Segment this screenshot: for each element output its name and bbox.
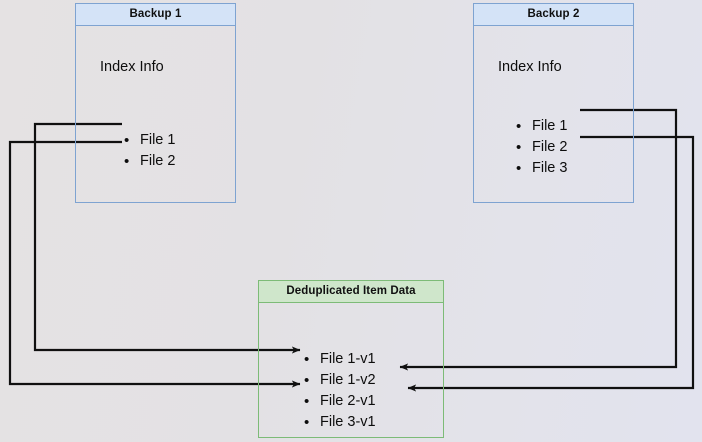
node-backup2-title: Backup 2 bbox=[474, 4, 633, 26]
node-deduplicated-item-data[interactable]: Deduplicated Item Data File 1-v1 File 1-… bbox=[258, 280, 444, 438]
node-backup2-body: Index Info File 1 File 2 File 3 bbox=[474, 26, 633, 202]
node-dedup-file-list: File 1-v1 File 1-v2 File 2-v1 File 3-v1 bbox=[304, 349, 376, 433]
list-item: File 2-v1 bbox=[304, 391, 376, 412]
node-backup2-section-label: Index Info bbox=[498, 59, 562, 75]
list-item: File 3-v1 bbox=[304, 412, 376, 433]
list-item: File 1-v2 bbox=[304, 370, 376, 391]
node-backup1-section-label: Index Info bbox=[100, 59, 164, 75]
node-dedup-title: Deduplicated Item Data bbox=[259, 281, 443, 303]
list-item: File 2 bbox=[516, 137, 567, 158]
node-backup2-file-list: File 1 File 2 File 3 bbox=[516, 116, 567, 179]
list-item: File 2 bbox=[124, 151, 175, 172]
connector-backup2-file1-to-file1v2 bbox=[399, 108, 678, 371]
node-backup1-file-list: File 1 File 2 bbox=[124, 130, 175, 172]
connector-backup1-file1-to-file1v1 bbox=[33, 122, 301, 354]
node-backup1-title: Backup 1 bbox=[76, 4, 235, 26]
node-dedup-body: File 1-v1 File 1-v2 File 2-v1 File 3-v1 bbox=[259, 303, 443, 437]
list-item: File 1 bbox=[516, 116, 567, 137]
node-backup1[interactable]: Backup 1 Index Info File 1 File 2 bbox=[75, 3, 236, 203]
node-backup1-body: Index Info File 1 File 2 bbox=[76, 26, 235, 202]
list-item: File 3 bbox=[516, 158, 567, 179]
list-item: File 1-v1 bbox=[304, 349, 376, 370]
node-backup2[interactable]: Backup 2 Index Info File 1 File 2 File 3 bbox=[473, 3, 634, 203]
connector-backup1-file2-to-file2v1 bbox=[8, 140, 301, 388]
list-item: File 1 bbox=[124, 130, 175, 151]
connector-backup2-file2-to-file2v1 bbox=[407, 135, 695, 392]
